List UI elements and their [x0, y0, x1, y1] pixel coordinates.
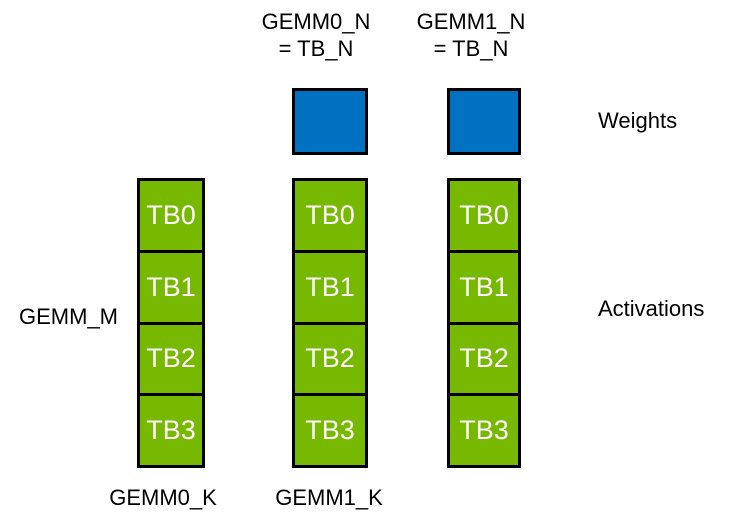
gemm1-n-header: GEMM1_N = TB_N — [391, 8, 551, 62]
gemm0-weights-block — [292, 88, 368, 155]
activations-column-3: TB0 TB1 TB2 TB3 — [447, 178, 521, 468]
tb-tile: TB2 — [140, 321, 202, 394]
tb-tile: TB2 — [295, 321, 365, 394]
tb-tile: TB1 — [295, 249, 365, 322]
gemm1-n-header-line1: GEMM1_N — [416, 9, 526, 34]
tb-tile: TB1 — [140, 249, 202, 322]
gemm0-k-label: GEMM0_K — [109, 485, 217, 510]
gemm1-n-header-line2: = TB_N — [433, 36, 509, 61]
gemm0-n-header-line1: GEMM0_N — [261, 9, 371, 34]
tb-tile: TB0 — [459, 199, 509, 230]
tb-tile: TB0 — [146, 199, 196, 230]
tb-tile: TB1 — [450, 249, 518, 322]
gemm1-weights-block — [447, 88, 521, 155]
tb-tile: TB3 — [140, 393, 202, 465]
gemm0-n-header-line2: = TB_N — [278, 36, 354, 61]
activations-column-2: TB0 TB1 TB2 TB3 — [292, 178, 368, 468]
gemm-m-label: GEMM_M — [19, 304, 118, 329]
tb-tile: TB3 — [450, 393, 518, 465]
tb-tile: TB3 — [295, 393, 365, 465]
activations-column-1: TB0 TB1 TB2 TB3 — [137, 178, 205, 468]
tb-tile: TB2 — [450, 321, 518, 394]
activations-label: Activations — [598, 296, 705, 321]
weights-label: Weights — [598, 108, 678, 133]
gemm1-k-label: GEMM1_K — [275, 485, 383, 510]
gemm0-n-header: GEMM0_N = TB_N — [236, 8, 396, 62]
tb-tile: TB0 — [305, 199, 355, 230]
